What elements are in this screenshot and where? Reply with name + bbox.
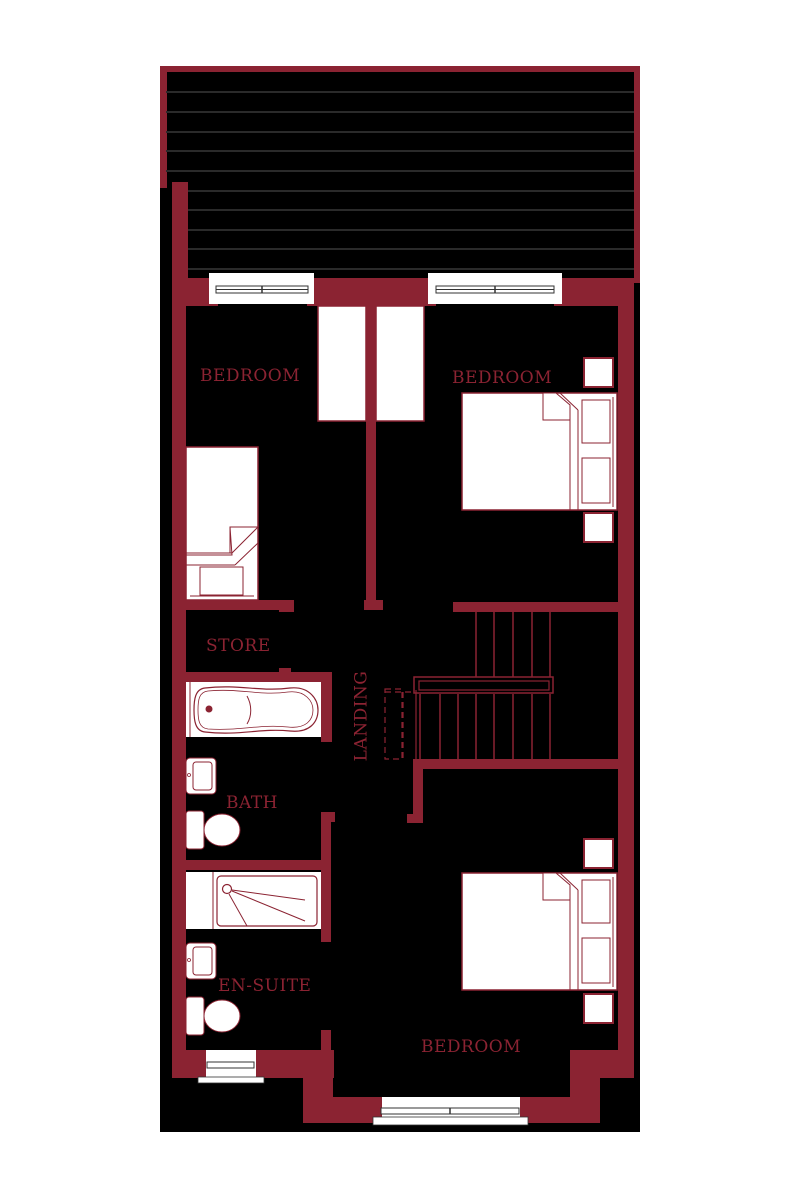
toilet: [185, 996, 241, 1036]
bedroom-2-wall: [453, 602, 618, 612]
bedside-table: [583, 512, 614, 543]
bathtub: [186, 682, 321, 737]
room-label-bedroom-3: BEDROOM: [421, 1037, 522, 1057]
store-wall: [186, 672, 332, 682]
room-label-store: STORE: [206, 636, 271, 656]
room-label-en-suite: EN-SUITE: [218, 976, 312, 996]
roof-terrace-decking: [160, 66, 640, 292]
bedside-table: [583, 993, 614, 1024]
stair-wall: [413, 759, 618, 769]
window-top-left: [209, 273, 314, 304]
room-label-bedroom-1: BEDROOM: [200, 366, 301, 386]
bedside-table: [583, 357, 614, 388]
single-bed: [185, 446, 260, 601]
double-bed: [461, 872, 618, 991]
stairs: [384, 612, 554, 760]
room-label-landing: LANDING: [351, 670, 372, 762]
window-en-suite: [197, 1050, 265, 1084]
right-wall: [618, 278, 634, 1058]
left-wall: [172, 278, 186, 1058]
bedroom-1-wall: [186, 600, 294, 610]
washbasin: [185, 942, 217, 980]
wardrobe: [317, 305, 425, 422]
window-top-right: [428, 273, 562, 304]
window-bottom-bedroom: [372, 1097, 529, 1126]
double-bed: [461, 392, 618, 511]
room-label-bedroom-2: BEDROOM: [452, 368, 553, 388]
toilet: [185, 810, 241, 850]
bottom-wall: [172, 1050, 634, 1123]
room-label-bath: BATH: [226, 793, 279, 813]
shower-tray: [186, 872, 321, 929]
washbasin: [185, 757, 217, 795]
bedside-table: [583, 838, 614, 869]
partition-wall: [366, 306, 376, 606]
